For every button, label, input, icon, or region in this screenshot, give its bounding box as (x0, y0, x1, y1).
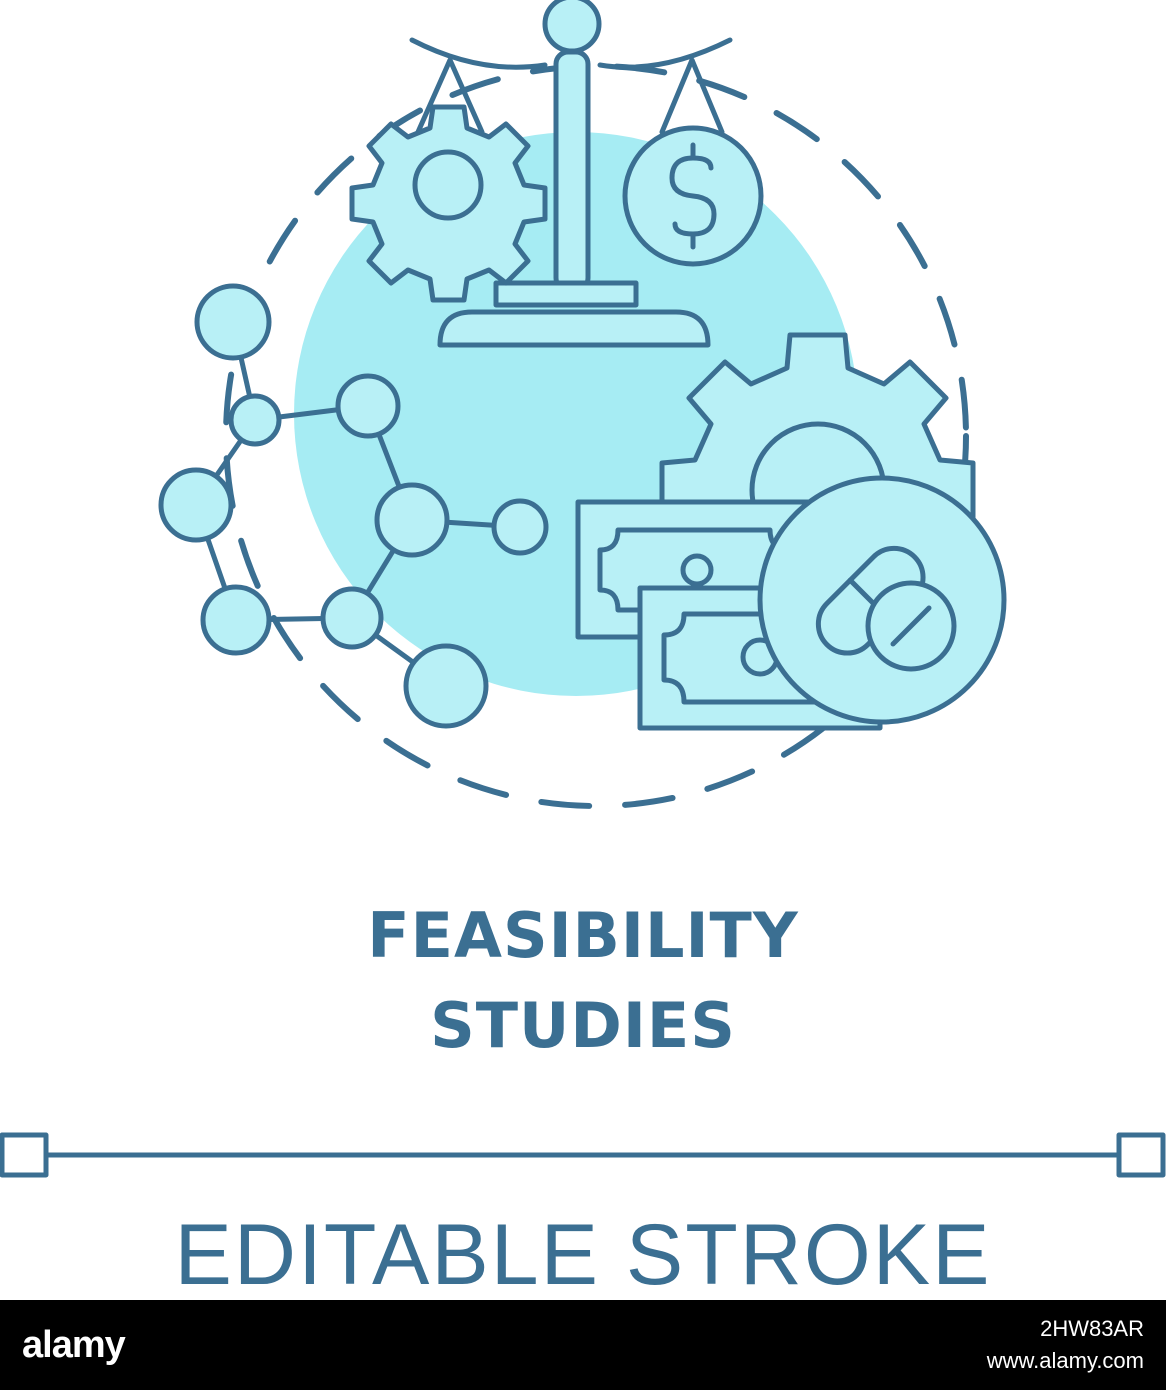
dollar-coin-icon (622, 125, 764, 267)
brand-logo: alamy (22, 1323, 126, 1366)
gear-icon (349, 104, 548, 303)
balance-scale-icon (409, 0, 733, 348)
editable-stroke-line (0, 1132, 1166, 1178)
footer-meta: 2HW83AR www.alamy.com (987, 1316, 1144, 1374)
editable-stroke-caption: EDITABLE STROKE (174, 1212, 992, 1302)
footer-bar: alamy 2HW83AR www.alamy.com (0, 1300, 1166, 1390)
pill-icon (757, 475, 1007, 725)
image-id: 2HW83AR (1040, 1316, 1144, 1341)
title-line-2: STUDIES (430, 989, 736, 1062)
dashed-ring (223, 63, 969, 809)
footer-url: www.alamy.com (986, 1348, 1144, 1373)
title-line-1: FEASIBILITY (367, 899, 799, 972)
molecule-icon (158, 283, 549, 729)
feasibility-studies-illustration (0, 0, 1166, 1178)
